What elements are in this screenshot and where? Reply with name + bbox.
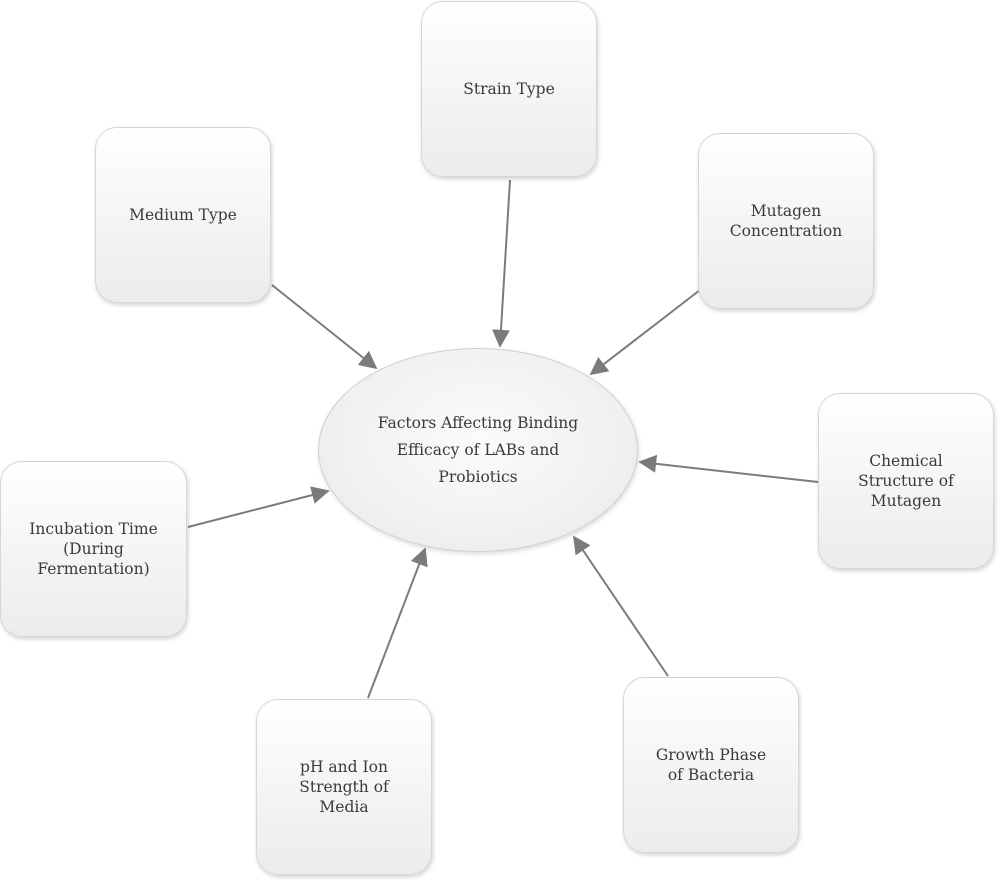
arrow-ph-ion-strength bbox=[367, 547, 428, 699]
factor-box-chemical-structure: Chemical Structure of Mutagen bbox=[818, 393, 994, 569]
factor-box-mutagen-concentration: Mutagen Concentration bbox=[698, 133, 874, 309]
factor-box-growth-phase: Growth Phase of Bacteria bbox=[623, 677, 799, 853]
arrow-medium-type bbox=[271, 284, 378, 370]
factor-box-medium-type: Medium Type bbox=[95, 127, 271, 303]
arrow-growth-phase bbox=[572, 535, 669, 677]
factor-label-growth-phase: Growth Phase of Bacteria bbox=[655, 746, 767, 784]
factor-label-medium-type: Medium Type bbox=[129, 206, 237, 224]
factor-box-ph-ion-strength: pH and Ion Strength of Media bbox=[256, 699, 432, 875]
arrow-chemical-structure bbox=[638, 454, 819, 483]
factor-box-strain-type: Strain Type bbox=[421, 1, 597, 177]
central-node: Factors Affecting Binding Efficacy of LA… bbox=[318, 348, 638, 552]
arrow-incubation-time bbox=[187, 486, 330, 528]
factor-label-mutagen-concentration: Mutagen Concentration bbox=[729, 202, 843, 240]
factor-label-strain-type: Strain Type bbox=[463, 80, 555, 98]
factor-label-incubation-time: Incubation Time (During Fermentation) bbox=[29, 520, 158, 578]
factor-label-chemical-structure: Chemical Structure of Mutagen bbox=[858, 452, 954, 510]
arrow-strain-type bbox=[491, 179, 511, 348]
factor-box-incubation-time: Incubation Time (During Fermentation) bbox=[0, 461, 187, 637]
factor-label-ph-ion-strength: pH and Ion Strength of Media bbox=[299, 758, 389, 816]
central-node-label: Factors Affecting Binding Efficacy of LA… bbox=[377, 413, 579, 486]
arrow-mutagen-concentration bbox=[589, 289, 701, 376]
